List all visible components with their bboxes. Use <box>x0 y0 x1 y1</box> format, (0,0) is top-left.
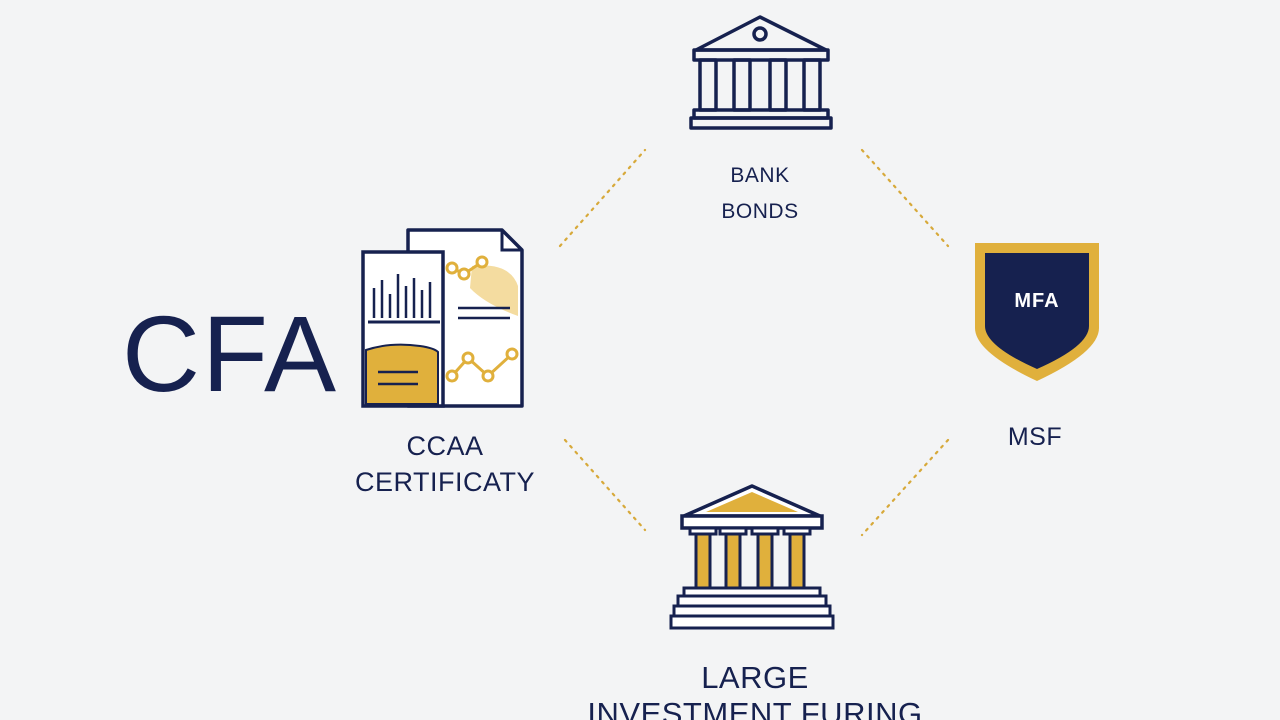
cfa-title: CFA <box>122 293 339 414</box>
shield-badge-text: MFA <box>1014 290 1060 312</box>
certificate-document-icon <box>361 228 524 408</box>
certificate-label-line2: CERTIFICATY <box>354 467 535 497</box>
bank-building-icon <box>689 15 833 130</box>
bank-label-line1: BANK <box>730 164 790 187</box>
investment-label-line2: INVESTMENT FURING <box>587 696 923 720</box>
shield-badge-icon <box>975 243 1099 381</box>
msf-label: MSF <box>1007 423 1063 451</box>
certificate-label-line1: CCAA <box>406 431 484 461</box>
connector-cert-investment <box>563 438 647 532</box>
investment-building-icon <box>669 484 835 630</box>
certificate-label: CCAA CERTIFICATY <box>330 428 560 500</box>
bank-label-line2: BONDS <box>721 200 799 223</box>
connector-cert-bank <box>558 148 647 248</box>
investment-label: LARGE INVESTMENT FURING <box>520 660 990 720</box>
connector-bank-msf <box>860 148 950 248</box>
connector-msf-investment <box>860 438 950 537</box>
bank-bonds-label: BANK BONDS <box>690 158 830 230</box>
investment-label-line1: LARGE <box>701 660 809 695</box>
